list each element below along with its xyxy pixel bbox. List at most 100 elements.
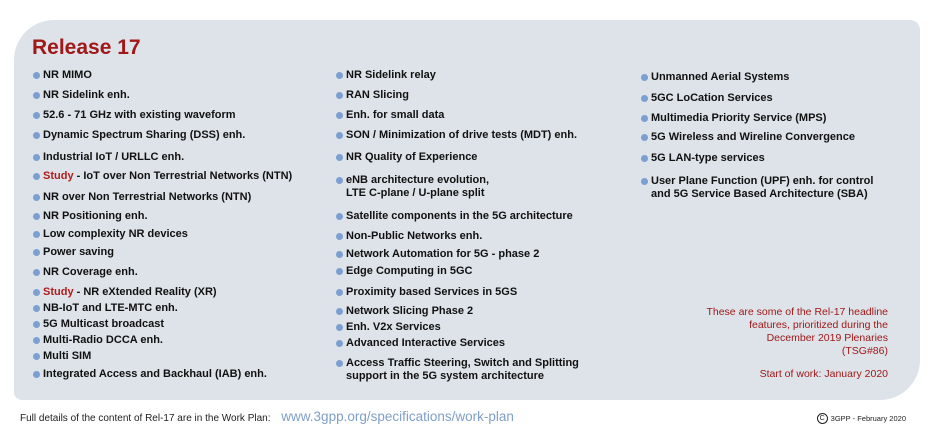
feature-item: 5G Multicast broadcast <box>33 318 165 331</box>
bullet-icon <box>33 269 40 276</box>
feature-item: Advanced Interactive Services <box>336 337 505 350</box>
feature-label: Non-Public Networks enh. <box>346 230 483 242</box>
feature-label: Low complexity NR devices <box>43 228 188 240</box>
feature-item: NR Positioning enh. <box>33 210 148 223</box>
feature-label: RAN Slicing <box>346 89 409 101</box>
feature-label: NB-IoT and LTE-MTC enh. <box>43 302 178 314</box>
feature-label: 5GC LoCation Services <box>651 92 773 104</box>
feature-label: Multimedia Priority Service (MPS) <box>651 112 827 124</box>
bullet-icon <box>336 360 343 367</box>
bullet-icon <box>33 289 40 296</box>
feature-label: 5G Multicast broadcast <box>43 318 165 330</box>
bullet-icon <box>33 173 40 180</box>
bullet-icon <box>641 95 648 102</box>
note-line: These are some of the Rel-17 headline <box>706 306 888 318</box>
feature-label-line2: LTE C-plane / U-plane split <box>346 187 485 199</box>
feature-label: 52.6 - 71 GHz with existing waveform <box>43 109 236 121</box>
feature-item: Integrated Access and Backhaul (IAB) enh… <box>33 368 267 381</box>
feature-label: Unmanned Aerial Systems <box>651 71 790 83</box>
bullet-icon <box>336 233 343 240</box>
bullet-icon <box>33 321 40 328</box>
feature-item: Multi-Radio DCCA enh. <box>33 334 163 347</box>
bullet-icon <box>33 92 40 99</box>
feature-item: NR Sidelink enh. <box>33 89 130 102</box>
feature-label: - IoT over Non Terrestrial Networks (NTN… <box>73 170 293 182</box>
start-of-work: Start of work: January 2020 <box>759 368 888 380</box>
work-plan-link[interactable]: www.3gpp.org/specifications/work-plan <box>281 409 514 424</box>
content-panel <box>14 20 920 400</box>
feature-label: Enh. V2x Services <box>346 321 441 333</box>
feature-label: NR MIMO <box>43 69 92 81</box>
feature-label: User Plane Function (UPF) enh. for contr… <box>651 175 874 187</box>
feature-label: Access Traffic Steering, Switch and Spli… <box>346 357 579 369</box>
bullet-icon <box>336 268 343 275</box>
feature-label: Edge Computing in 5GC <box>346 265 473 277</box>
bullet-icon <box>336 251 343 258</box>
feature-item: Industrial IoT / URLLC enh. <box>33 151 185 164</box>
bullet-icon <box>641 134 648 141</box>
bullet-icon <box>33 154 40 161</box>
feature-item: eNB architecture evolution,LTE C-plane /… <box>336 174 490 200</box>
feature-item: Low complexity NR devices <box>33 228 188 241</box>
feature-item: Dynamic Spectrum Sharing (DSS) enh. <box>33 129 246 142</box>
feature-item: User Plane Function (UPF) enh. for contr… <box>641 175 874 201</box>
feature-item: NB-IoT and LTE-MTC enh. <box>33 302 178 315</box>
page-title: Release 17 <box>32 36 141 59</box>
feature-label: 5G LAN-type services <box>651 152 765 164</box>
bullet-icon <box>641 74 648 81</box>
feature-label: Power saving <box>43 246 114 258</box>
feature-item: NR MIMO <box>33 69 92 82</box>
bullet-icon <box>641 115 648 122</box>
footer-text: Full details of the content of Rel-17 ar… <box>20 413 271 424</box>
feature-item: Power saving <box>33 246 114 259</box>
bullet-icon <box>336 340 343 347</box>
bullet-icon <box>336 213 343 220</box>
bullet-icon <box>641 155 648 162</box>
bullet-icon <box>336 324 343 331</box>
feature-label: eNB architecture evolution, <box>346 174 490 186</box>
feature-item: Enh. for small data <box>336 109 444 122</box>
note-line: features, prioritized during the <box>749 319 888 331</box>
feature-label: NR over Non Terrestrial Networks (NTN) <box>43 191 252 203</box>
feature-label: NR Sidelink relay <box>346 69 436 81</box>
bullet-icon <box>33 353 40 360</box>
study-tag: Study <box>43 286 74 298</box>
note-line: December 2019 Plenaries <box>766 332 888 344</box>
feature-item: Satellite components in the 5G architect… <box>336 210 573 223</box>
study-tag: Study <box>43 170 74 182</box>
bullet-icon <box>336 132 343 139</box>
feature-label: Advanced Interactive Services <box>346 337 505 349</box>
bullet-icon <box>336 92 343 99</box>
feature-item: 5G Wireless and Wireline Convergence <box>641 131 855 144</box>
feature-item: Multi SIM <box>33 350 91 363</box>
feature-label: Network Slicing Phase 2 <box>346 305 474 317</box>
bullet-icon <box>33 249 40 256</box>
bullet-icon <box>336 154 343 161</box>
feature-label: Dynamic Spectrum Sharing (DSS) enh. <box>43 129 246 141</box>
bullet-icon <box>33 213 40 220</box>
bullet-icon <box>33 72 40 79</box>
feature-label: Network Automation for 5G - phase 2 <box>346 248 540 260</box>
feature-item: NR over Non Terrestrial Networks (NTN) <box>33 191 252 204</box>
feature-item: SON / Minimization of drive tests (MDT) … <box>336 129 577 142</box>
note-line: (TSG#86) <box>841 345 888 357</box>
feature-label: NR Coverage enh. <box>43 266 138 278</box>
feature-item: 5GC LoCation Services <box>641 92 773 105</box>
bullet-icon <box>33 231 40 238</box>
feature-label: - NR eXtended Reality (XR) <box>73 286 217 298</box>
feature-label: Proximity based Services in 5GS <box>346 286 518 298</box>
bullet-icon <box>33 337 40 344</box>
bullet-icon <box>33 194 40 201</box>
bullet-icon <box>33 112 40 119</box>
bullet-icon <box>336 177 343 184</box>
feature-item: 52.6 - 71 GHz with existing waveform <box>33 109 236 122</box>
feature-label: Industrial IoT / URLLC enh. <box>43 151 185 163</box>
feature-item: Unmanned Aerial Systems <box>641 71 790 84</box>
feature-item: Enh. V2x Services <box>336 321 441 334</box>
feature-label: Multi-Radio DCCA enh. <box>43 334 163 346</box>
feature-label: Integrated Access and Backhaul (IAB) enh… <box>43 368 267 380</box>
feature-label: NR Positioning enh. <box>43 210 148 222</box>
bullet-icon <box>33 132 40 139</box>
feature-item: Edge Computing in 5GC <box>336 265 473 278</box>
footer: Full details of the content of Rel-17 ar… <box>20 409 514 424</box>
